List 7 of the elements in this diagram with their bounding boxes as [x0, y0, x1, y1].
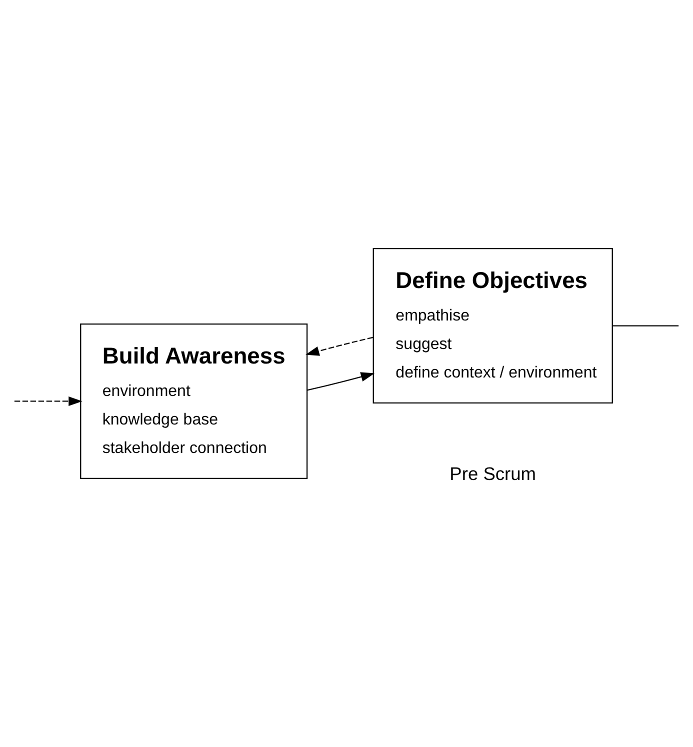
label: Pre Scrum: [450, 462, 536, 484]
arrow: [14, 396, 82, 406]
node-box: Define Objectives empathise suggest define context / environment: [372, 248, 613, 404]
arrow: [306, 336, 374, 356]
arrow: [307, 372, 375, 391]
connector: [612, 325, 679, 326]
node-box: Build Awareness environment knowledge base stakeholder connection: [80, 323, 308, 479]
